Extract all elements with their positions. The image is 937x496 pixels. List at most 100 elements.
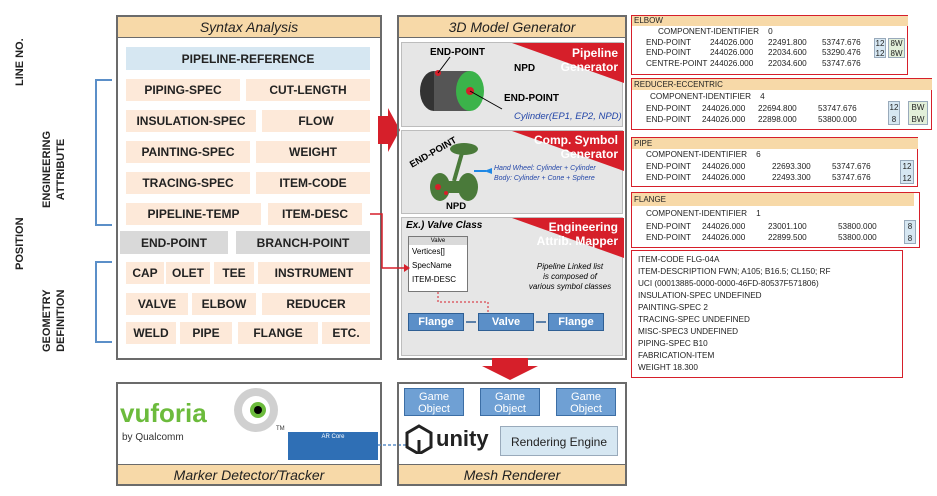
item-info-record: ITEM-CODE FLG-04A ITEM-DESCRIPTION FWN; …: [631, 250, 903, 378]
pipe-npd-box: 12 12: [900, 160, 914, 184]
branch-point-chip: BRANCH-POINT: [236, 231, 370, 254]
pipe-header: PIPE: [632, 138, 918, 149]
symbol-npd-label: NPD: [446, 201, 467, 212]
pipe-row-1-name: END-POINT: [646, 162, 692, 171]
elbow-row-3-name: CENTRE-POINT: [646, 59, 708, 68]
reducer-row-2-z: 53800.000: [818, 115, 857, 124]
reducer-header: REDUCER-ECCENTRIC: [632, 79, 932, 90]
pipe-row-1-y: 22693.300: [772, 162, 811, 171]
elbow-row-2-y: 22034.600: [768, 48, 807, 57]
elbow-row-3-x: 244026.000: [710, 59, 754, 68]
elbow-row-1-name: END-POINT: [646, 38, 692, 47]
info-misc-spec3: MISC-SPEC3 UNDEFINED: [638, 327, 739, 336]
ar-core-box: AR Core: [288, 432, 378, 460]
note-line3: various symbol classes: [528, 282, 612, 291]
elbow-npd-1: 12: [875, 39, 885, 48]
reducer-row-1-z: 53747.676: [818, 104, 857, 113]
flange-row-2-z: 53800.000: [838, 233, 877, 242]
note-line2: is composed of: [543, 272, 597, 281]
pipe-row-2-y: 22493.300: [772, 173, 811, 182]
pipeline-label-line1: Pipeline: [571, 46, 618, 60]
cap-chip: CAP: [126, 262, 164, 284]
info-uci: UCI (00013885-0000-0000-46FD-80537F57180…: [638, 279, 819, 288]
pipeline-temp-chip: PIPELINE-TEMP: [126, 203, 261, 225]
flange-row-1-x: 244026.000: [702, 222, 746, 231]
game-object-1: Game Object: [404, 388, 464, 416]
elbow-header: ELBOW: [632, 16, 908, 26]
flange-record: FLANGE COMPONENT-IDENTIFIER 1 END-POINT …: [631, 192, 920, 248]
instrument-chip: INSTRUMENT: [258, 262, 370, 284]
game-object-3: Game Object: [556, 388, 616, 416]
tracing-spec-chip: TRACING-SPEC: [126, 172, 250, 194]
specname-field: SpecName: [412, 261, 452, 270]
symbol-label-line1: Comp. Symbol: [533, 133, 618, 147]
reducer-row-2-y: 22898.000: [758, 115, 797, 124]
elbow-row-1-x: 244026.000: [710, 38, 754, 47]
elbow-row-1-y: 22491.800: [768, 38, 807, 47]
pipe-npd-1: 12: [902, 162, 912, 171]
info-tracing-spec: TRACING-SPEC UNDEFINED: [638, 315, 750, 324]
flange-row-2-x: 244026.000: [702, 233, 746, 242]
pipeline-end-point-top: END-POINT: [430, 47, 485, 58]
attrib-mapper-tile: Engineering Attrib. Mapper Ex.) Valve Cl…: [401, 217, 624, 356]
flange-npd-2: 8: [907, 234, 913, 243]
game-object-1-label: Game Object: [418, 391, 450, 415]
reducer-row-2-x: 244026.000: [702, 115, 746, 124]
flange-row-2-name: END-POINT: [646, 233, 692, 242]
elbow-npd-box: 12 12: [874, 38, 886, 58]
info-weight: WEIGHT 18.300: [638, 363, 698, 372]
valve-chip: VALVE: [126, 293, 188, 315]
marker-detector-panel: [116, 382, 382, 486]
dashed-link: [378, 444, 408, 446]
reducer-row-1-name: END-POINT: [646, 104, 692, 113]
symbol-generator-label: Comp. Symbol Generator: [534, 133, 618, 161]
weld-chip: WELD: [126, 322, 176, 344]
flange-header: FLANGE: [632, 193, 914, 206]
reducer-row-1-x: 244026.000: [702, 104, 746, 113]
game-object-2-label: Game Object: [494, 391, 526, 415]
flange-npd-1: 8: [907, 222, 913, 231]
etc-chip: ETC.: [322, 322, 370, 344]
elbow-record: ELBOW COMPONENT-IDENTIFIER 0 END-POINT 2…: [631, 15, 908, 75]
flange-row-1-y: 23001.100: [768, 222, 807, 231]
olet-chip: OLET: [166, 262, 210, 284]
elbow-chip: ELBOW: [192, 293, 256, 315]
symbol-label-line2: Generator: [560, 147, 618, 161]
reducer-npd-1: 12: [889, 103, 899, 112]
info-painting-spec: PAINTING-SPEC 2: [638, 303, 708, 312]
syntax-analysis-title: Syntax Analysis: [117, 16, 381, 38]
pipe-chip: PIPE: [180, 322, 232, 344]
insulation-spec-chip: INSULATION-SPEC: [126, 110, 256, 132]
hand-wheel-note: Hand Wheel: Cylinder + Cylinder: [494, 165, 596, 172]
pipe-row-2-name: END-POINT: [646, 173, 692, 182]
valve-icon: [430, 143, 492, 201]
flange-row-1-name: END-POINT: [646, 222, 692, 231]
reducer-tag-2: BW: [911, 115, 925, 124]
item-desc-chip: ITEM-DESC: [268, 203, 362, 225]
linked-flange-2: Flange: [548, 313, 604, 331]
info-item-code: ITEM-CODE FLG-04A: [638, 255, 720, 264]
linked-list-connectors: [437, 292, 546, 323]
linked-valve: Valve: [478, 313, 534, 331]
bracket-lines: [95, 79, 112, 343]
reducer-row-1-y: 22694.800: [758, 104, 797, 113]
pipeline-red-corner: [512, 43, 624, 83]
symbol-generator-tile: Comp. Symbol Generator END-POINT NPD Han…: [401, 130, 624, 214]
valve-class-header: Valve: [409, 237, 467, 245]
game-object-2: Game Object: [480, 388, 540, 416]
info-insulation-spec: INSULATION-SPEC UNDEFINED: [638, 291, 762, 300]
pipe-row-1-x: 244026.000: [702, 162, 746, 171]
pipeline-end-point-bottom: END-POINT: [504, 93, 559, 104]
unity-label: unity: [436, 426, 489, 451]
vuforia-eye-icon: [234, 388, 278, 432]
game-object-3-label: Game Object: [570, 391, 602, 415]
item-desc-connector: [370, 213, 410, 272]
elbow-row-1-z: 53747.676: [822, 38, 861, 47]
elbow-row-2-x: 244026.000: [710, 48, 754, 57]
model-generator-title: 3D Model Generator: [398, 16, 626, 38]
note-line1: Pipeline Linked list: [536, 262, 604, 271]
pipe-record: PIPE COMPONENT-IDENTIFIER 6 END-POINT 24…: [631, 137, 918, 187]
pipe-row-2-z: 53747.676: [832, 173, 871, 182]
flange-row-2-y: 22899.500: [768, 233, 807, 242]
cylinder-formula: Cylinder(EP1, EP2, NPD): [514, 111, 622, 122]
